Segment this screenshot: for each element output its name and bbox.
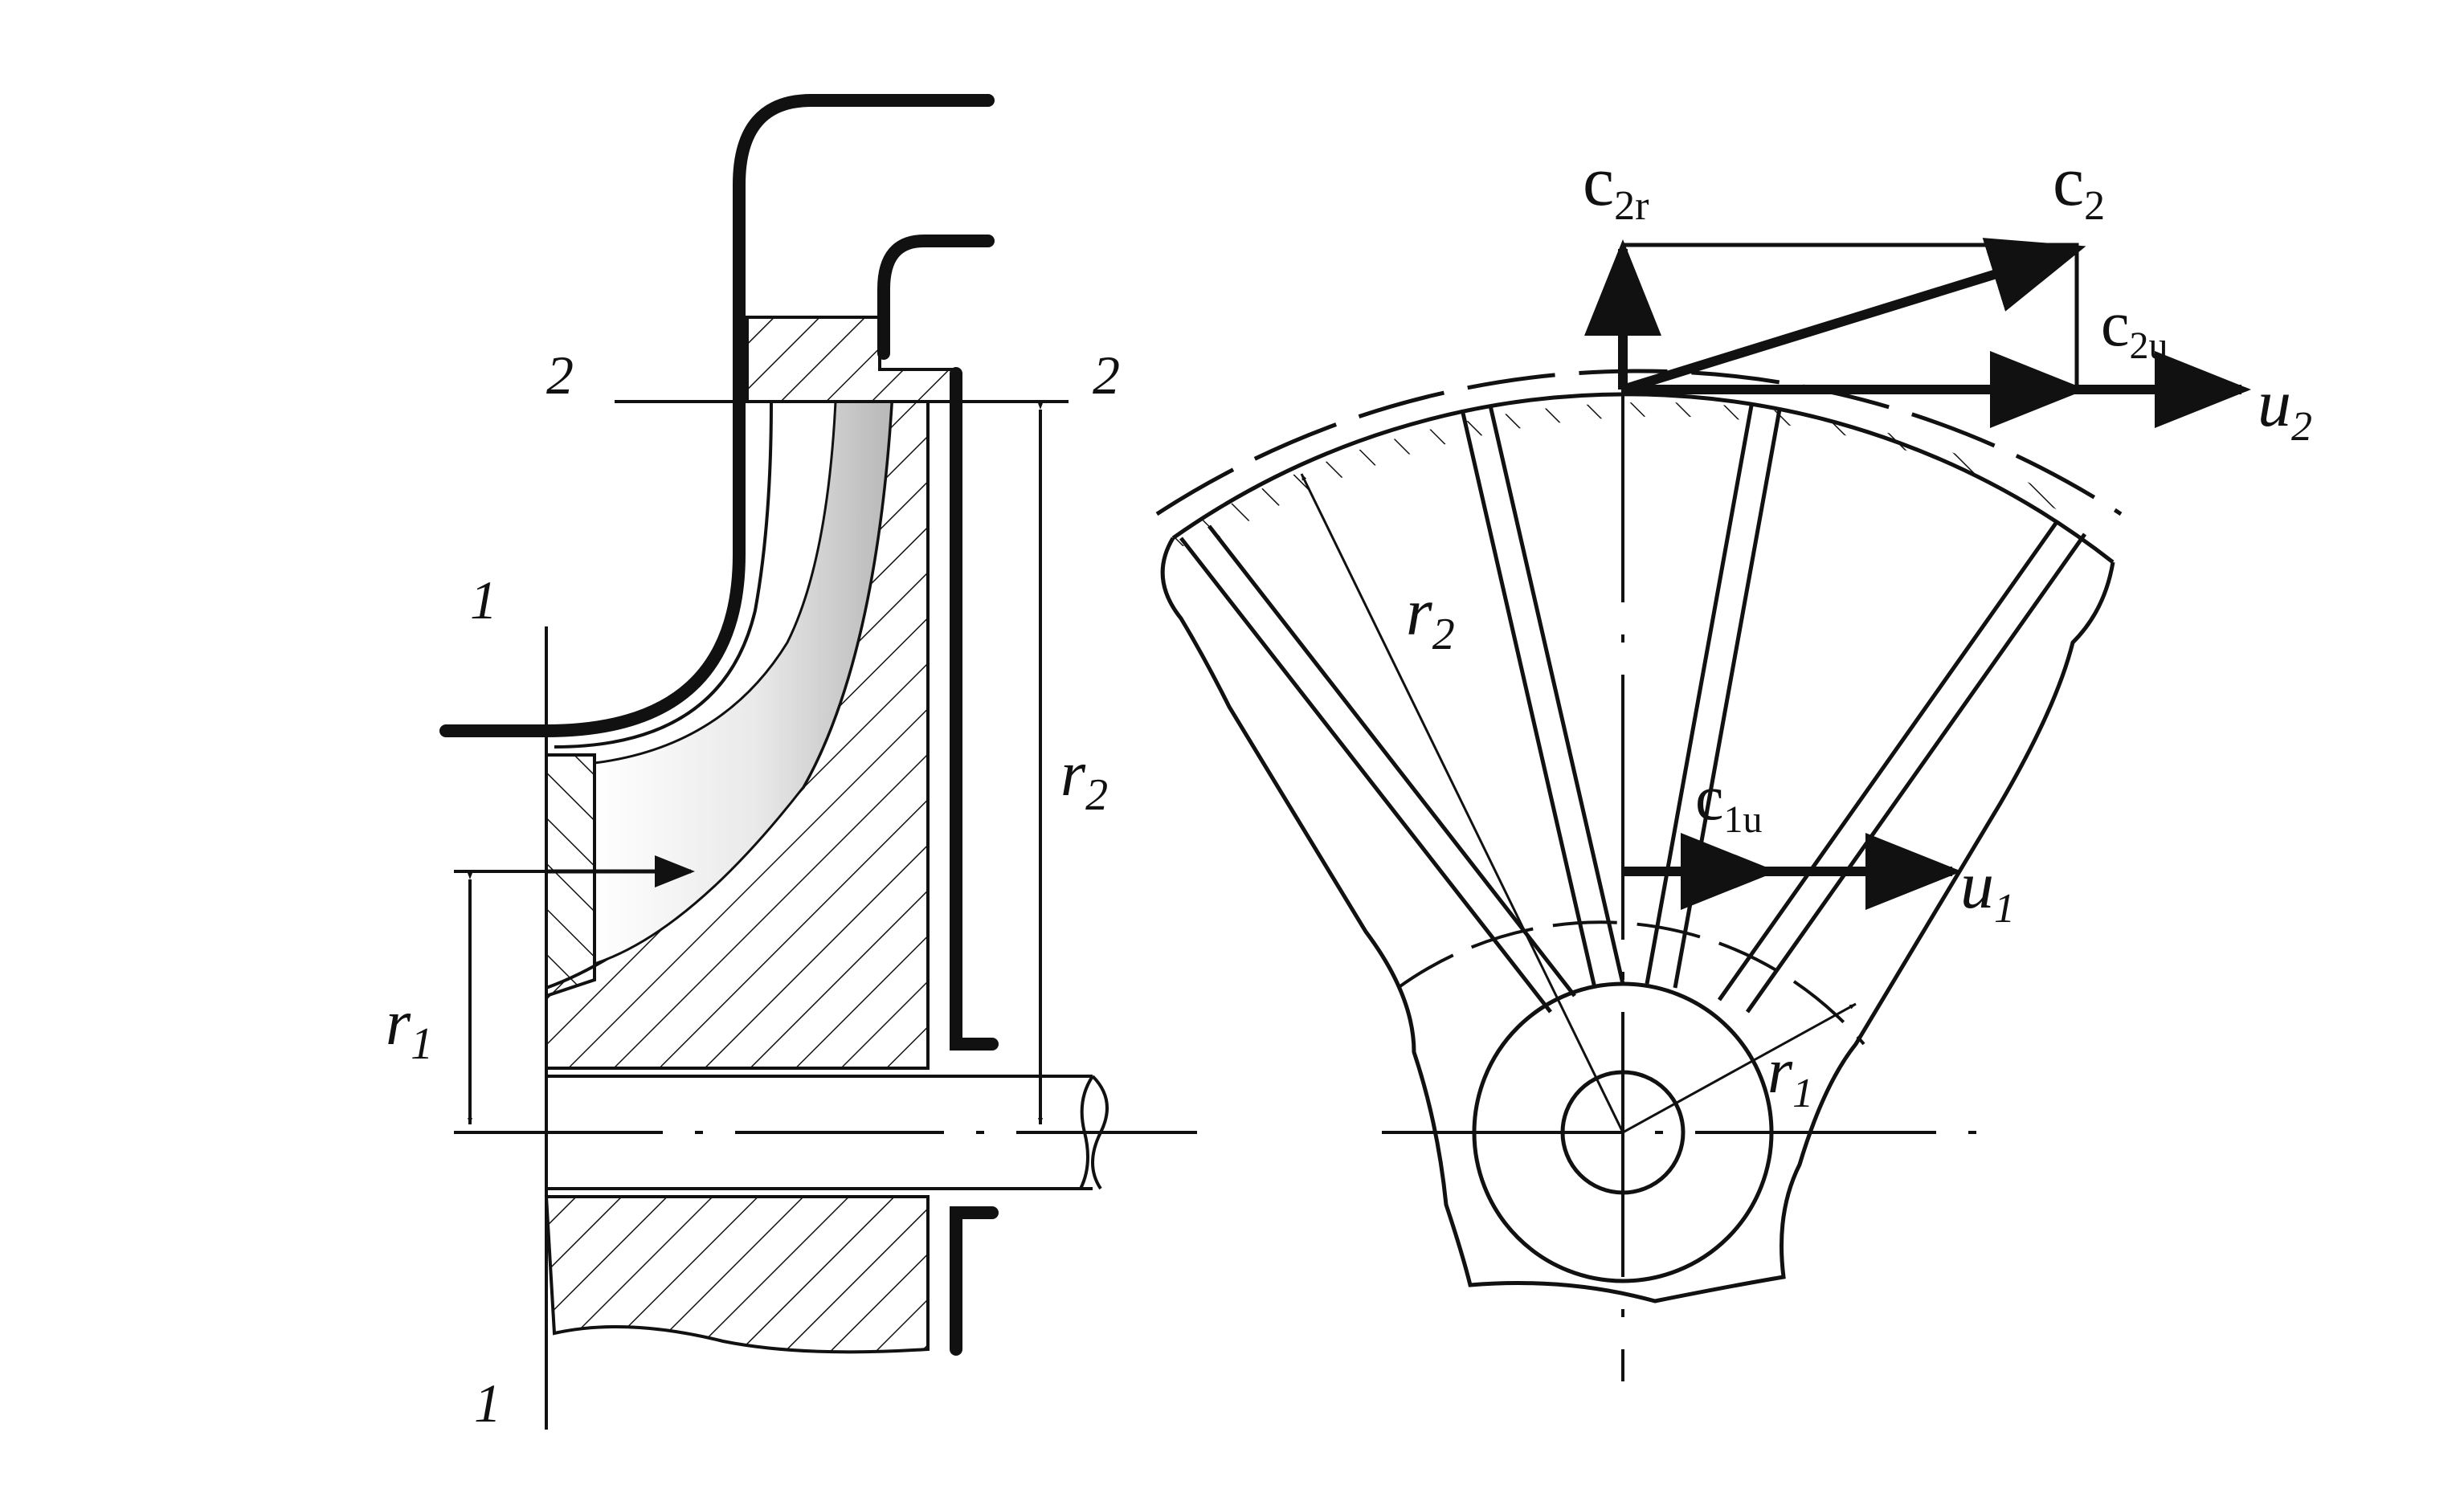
casing-outer <box>439 94 995 737</box>
front-view <box>1155 238 2251 1381</box>
inlet-dashed-arc <box>1396 920 1865 1046</box>
c2u-label: c2u <box>2101 289 2168 367</box>
r2-radius <box>1300 473 1624 1133</box>
r1-section-label: r1 <box>386 988 433 1069</box>
outlet-ring <box>746 316 958 403</box>
impeller-outline <box>1160 536 2115 1303</box>
section-view <box>439 94 1197 1430</box>
section-2-left-label: 2 <box>546 345 574 406</box>
c1u-label: c1u <box>1695 763 1763 841</box>
c2r-label: c2r <box>1583 143 1649 229</box>
casing-inner <box>877 235 995 360</box>
r2-section-label: r2 <box>1060 739 1108 820</box>
section-1-top-label: 1 <box>470 569 497 630</box>
r2-front-label: r2 <box>1406 575 1455 659</box>
u2-label: u2 <box>2258 366 2312 450</box>
impeller-rim <box>1171 392 2115 564</box>
casing-wall-lower <box>950 1206 999 1356</box>
u1-label: u1 <box>1960 848 2015 932</box>
outer-hatched-band <box>1157 402 2121 546</box>
casing-wall <box>950 367 999 1051</box>
lower-hub <box>544 1195 930 1354</box>
section-2-right-label: 2 <box>1093 345 1120 406</box>
outer-dashed-arc <box>1155 369 2123 516</box>
c2-vector <box>1621 238 2086 394</box>
shaft <box>546 1075 1093 1190</box>
section-1-bottom-label: 1 <box>474 1373 501 1434</box>
r1-radius <box>1622 1002 1857 1134</box>
c2-label: c2 <box>2053 143 2105 229</box>
vanes <box>1179 405 2087 1014</box>
r1-front-label: r1 <box>1767 1036 1813 1116</box>
shroud-line <box>554 401 773 749</box>
flow-channel <box>593 400 893 966</box>
front-shroud <box>545 753 596 998</box>
